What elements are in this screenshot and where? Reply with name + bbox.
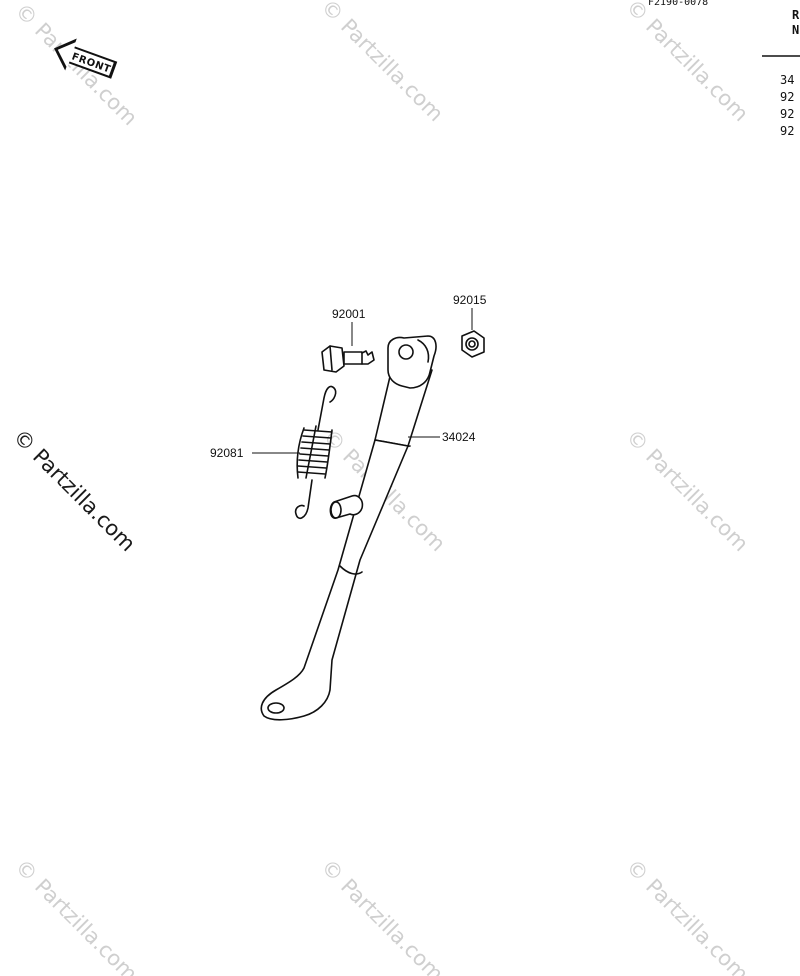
watermark-top-right: © Partzilla.com bbox=[621, 0, 753, 126]
callout-92001: 92001 bbox=[332, 307, 366, 346]
watermark-mid-right: © Partzilla.com bbox=[621, 425, 753, 557]
parts-table-fragment: R N 34 92 92 92 bbox=[762, 8, 800, 138]
watermark-bottom-center: © Partzilla.com bbox=[316, 855, 448, 976]
callout-92081: 92081 bbox=[210, 446, 300, 460]
front-arrow-icon: FRONT bbox=[54, 38, 118, 79]
callout-34024: 34024 bbox=[408, 430, 476, 444]
table-row-3: 92 bbox=[780, 107, 794, 121]
table-header-line-2: N bbox=[792, 23, 799, 37]
watermark-bottom-left: © Partzilla.com bbox=[10, 855, 142, 976]
callout-label-92015: 92015 bbox=[453, 293, 487, 307]
table-row-4: 92 bbox=[780, 124, 794, 138]
table-row-2: 92 bbox=[780, 90, 794, 104]
callout-92015: 92015 bbox=[453, 293, 487, 330]
spring-92081 bbox=[294, 385, 337, 520]
callout-label-92081: 92081 bbox=[210, 446, 244, 460]
watermark-top-center: © Partzilla.com bbox=[316, 0, 448, 126]
header-fragment: F2190-0078 bbox=[648, 0, 708, 8]
side-stand-34024 bbox=[260, 335, 437, 721]
bolt-92001 bbox=[321, 345, 375, 373]
callout-label-34024: 34024 bbox=[442, 430, 476, 444]
table-header-line-1: R bbox=[792, 8, 800, 22]
callout-label-92001: 92001 bbox=[332, 307, 366, 321]
watermark-bottom-right: © Partzilla.com bbox=[621, 855, 753, 976]
watermark-mid-left: © Partzilla.com bbox=[8, 425, 140, 557]
table-row-1: 34 bbox=[780, 73, 794, 87]
nut-92015 bbox=[461, 330, 485, 358]
